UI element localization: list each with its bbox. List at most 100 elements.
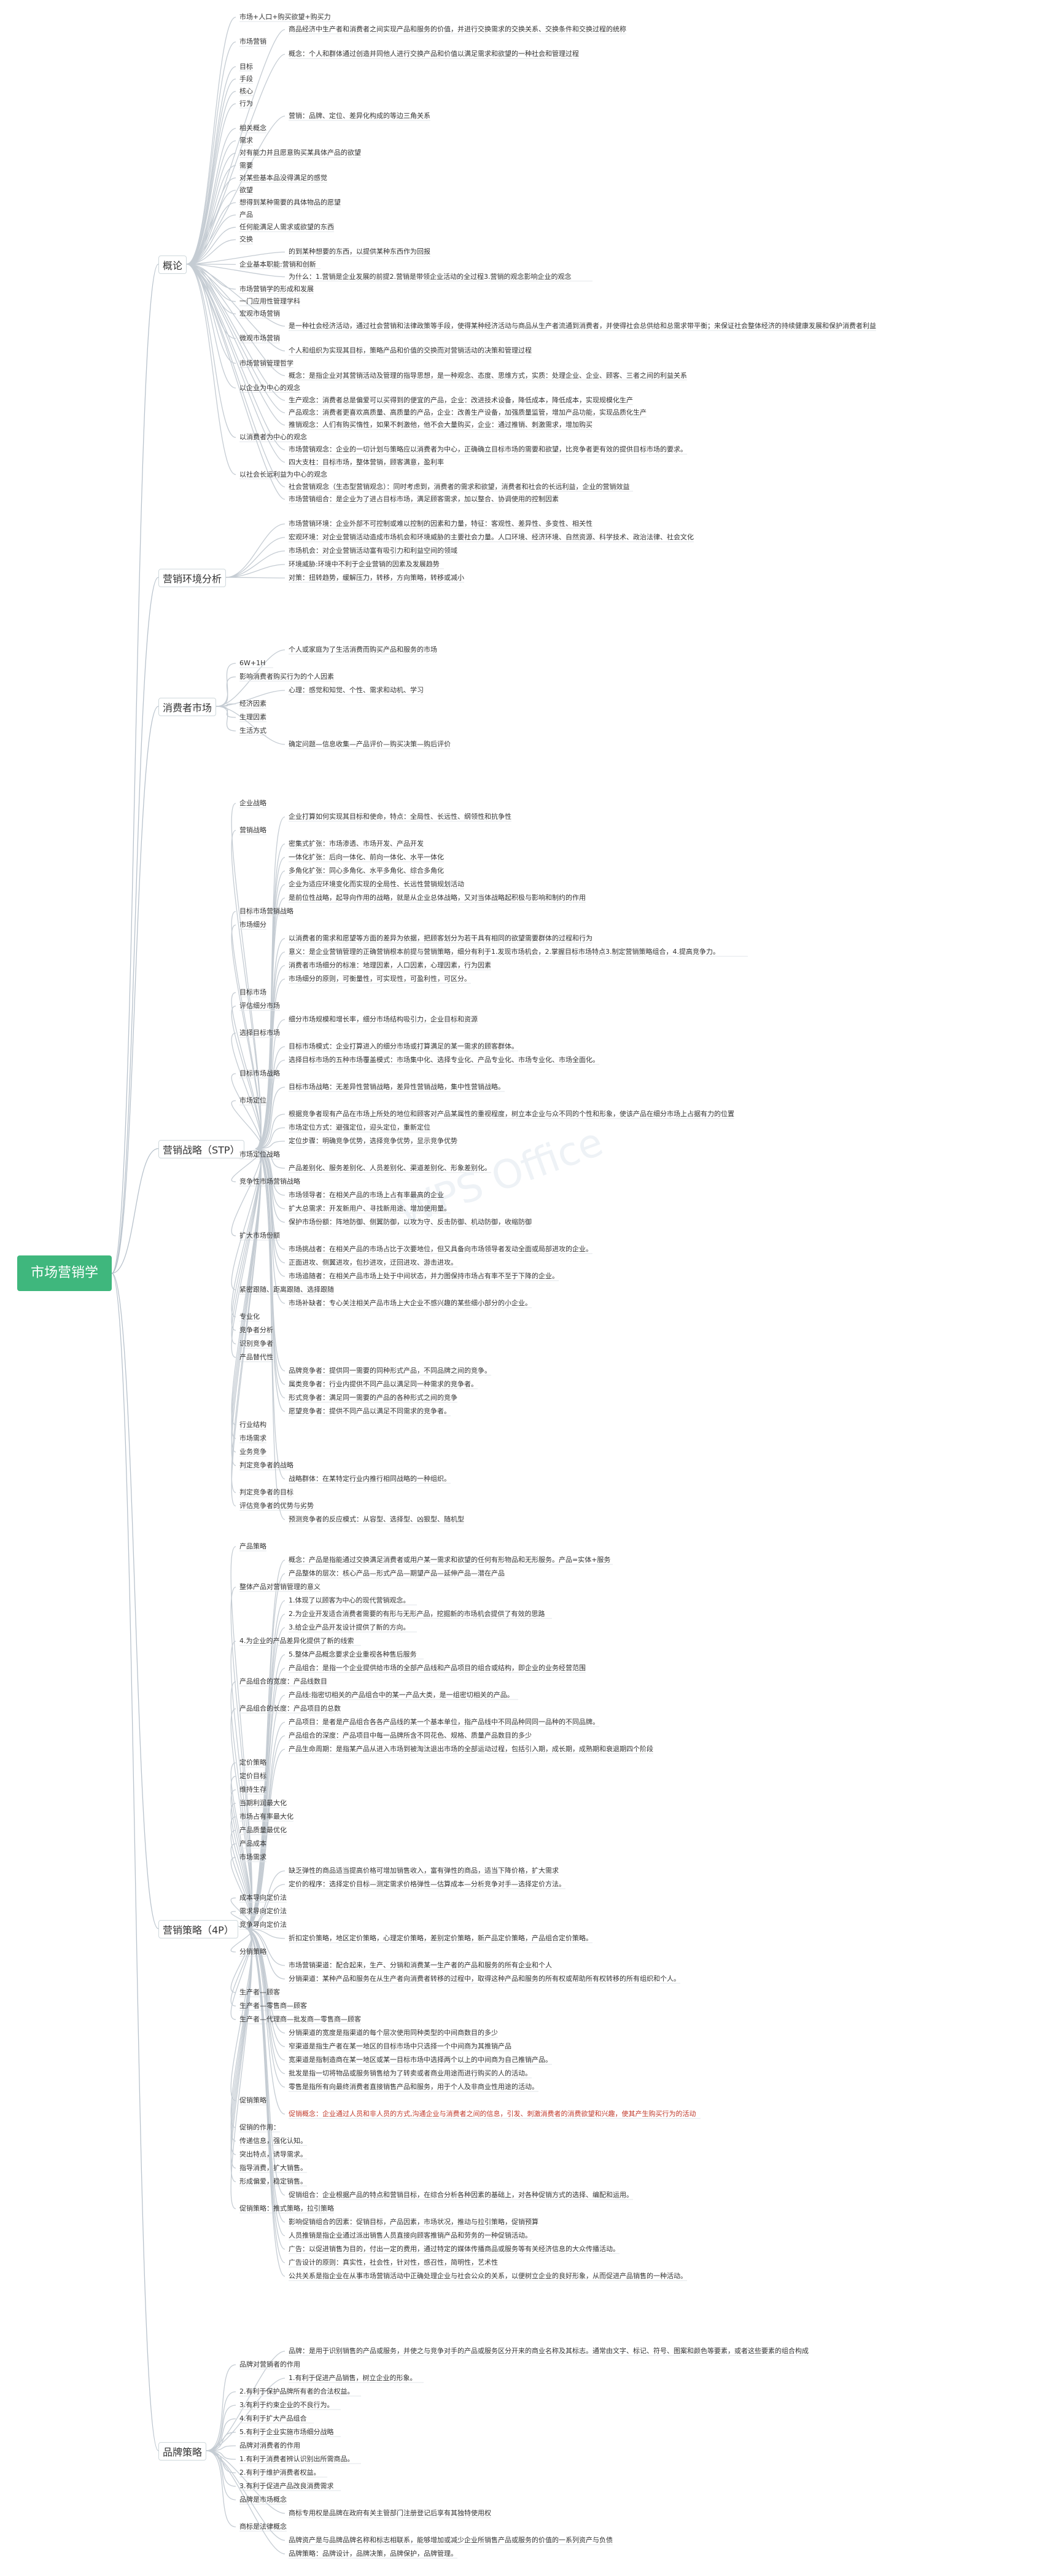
branch-5-node: 3.有利于约束企业的不良行为。: [239, 2401, 334, 2409]
branch-5-node: 4.有利于扩大产品组合: [239, 2414, 307, 2422]
connector: [255, 1141, 286, 1149]
connector: [111, 577, 159, 1274]
branch-4-node: 生产者—零售商—顾客: [239, 2002, 307, 2010]
branch-4-node: 产品组合的宽度：产品线数目: [239, 1677, 327, 1685]
branch-3[interactable]: 营销战略（STP）: [158, 1140, 244, 1158]
connector: [245, 1928, 286, 1980]
branch-4-node: 公共关系是指企业在从事市场营销活动中正确处理企业与社会公众的关系，以便树立企业的…: [289, 2272, 687, 2280]
connector: [186, 214, 236, 265]
connector: [255, 897, 286, 1149]
connector: [245, 1928, 286, 2115]
connector: [186, 263, 236, 438]
branch-0-node: 以企业为中心的观念: [239, 383, 300, 392]
branch-4-node: 产品组合：是指一个企业提供给市场的全部产品线和产品项目的组合或结构，即企业的业务…: [289, 1664, 586, 1672]
branch-4-node: 指导消费，扩大销售。: [239, 2164, 307, 2172]
branch-4-node: 分销渠道的宽度是指渠道的每个层次使用同种类型的中间商数目的多少: [289, 2029, 498, 2037]
branch-0-node: 一门应用性管理学科: [239, 297, 300, 305]
branch-3-node: 业务竞争: [239, 1448, 266, 1456]
branch-0-node: 任何能满足人需求或欲望的东西: [239, 223, 334, 232]
connector: [230, 1928, 253, 2209]
branch-4-node: 分销策略: [239, 1948, 266, 1956]
branch-0-node: 市场营销学的形成和发展: [239, 284, 314, 293]
branch-3-node: 市场定位方式：避强定位，迎头定位，重新定位: [289, 1123, 430, 1131]
branch-1-node: 市场机会：对企业营销活动富有吸引力和利益空间的领域: [289, 547, 457, 555]
branch-4-node: 成本导向定价法: [239, 1894, 287, 1902]
branch-1-node: 宏观环境：对企业营销活动造成市场机会和环境威胁的主要社会力量。人口环境、经济环境…: [289, 533, 694, 541]
branch-0-node: 产品观念：消费者更喜欢高质量、高质量的产品，企业：改善生产设备，加强质量监管，增…: [289, 408, 647, 416]
branch-0-node: 市场营销: [239, 37, 266, 46]
branch-0-node: 是一种社会经济活动，通过社会营销和法律政策等手段，使得某种经济活动与商品从生产者…: [289, 322, 876, 330]
branch-4-node: 1.体现了以顾客为中心的现代营销观念。: [289, 1596, 410, 1604]
branch-3-node: 评估细分市场: [239, 1002, 280, 1010]
branch-3-node: 形式竞争者：满足同一需要的产品的各种形式之间的竞争: [289, 1394, 457, 1402]
branch-3-node: 意义：是企业营销管理的正确营销根本前提与营销策略，细分有利于1.发现市场机会，2…: [289, 948, 720, 956]
branch-3-node: 市场细分: [239, 921, 266, 929]
branch-4-node: 2.为企业开发适合消费者需要的有形与无形产品，挖掘新的市场机会提供了有效的思路: [289, 1610, 545, 1618]
branch-3-node: 竞争者分析: [239, 1326, 273, 1334]
branch-4-node: 市场占有率最大化: [239, 1813, 293, 1821]
branch-3-node: 多角化扩张：同心多角化、水平多角化、综合多角化: [289, 867, 444, 875]
branch-3-node: 密集式扩张：市场渗透、市场开发、产品开发: [289, 840, 424, 848]
branch-3-node: 判定竞争者的战略: [239, 1461, 293, 1469]
branch-3-node: 行业结构: [239, 1421, 266, 1429]
branch-2-node: 生活方式: [239, 727, 266, 735]
branch-0-node: 对某些基本品没得满足的感觉: [239, 173, 327, 182]
branch-3-node: 竞争性市场营销战略: [239, 1177, 300, 1185]
branch-4-node: 竞争导向定价法: [239, 1921, 287, 1929]
root-node[interactable]: 市场营销学: [17, 1255, 112, 1291]
branch-0[interactable]: 概论: [158, 256, 187, 274]
connector: [206, 2450, 286, 2514]
branch-4-node: 需求导向定价法: [239, 1907, 287, 1915]
branch-2-node: 影响消费者购买行为的个人因素: [239, 673, 334, 681]
connector: [245, 1627, 286, 1929]
branch-4-node: 产品策略: [239, 1542, 266, 1550]
connector: [255, 978, 286, 1149]
branch-4-node: 缺乏弹性的商品适当提高价格可增加销售收入，富有弹性的商品，适当下降价格，扩大需求: [289, 1867, 559, 1875]
connector: [206, 2418, 236, 2451]
connector: [216, 676, 236, 707]
branch-3-node: 消费者市场细分的标准：地理因素，人口因素，心理因素，行为因素: [289, 961, 491, 969]
branch-5-node: 品牌对消费者的作用: [239, 2441, 300, 2449]
connector: [231, 1100, 262, 1149]
connector: [206, 2432, 236, 2451]
connector: [245, 1928, 286, 2088]
connector: [255, 1114, 286, 1149]
connector: [245, 1928, 286, 2277]
branch-4-node: 产品生命周期：是指某产品从进入市场到被淘汰退出市场的全部运动过程，包括引入期，成…: [289, 1745, 653, 1753]
branch-4[interactable]: 营销策略（4P）: [158, 1920, 238, 1938]
branch-2[interactable]: 消费者市场: [158, 698, 217, 716]
branch-3-node: 市场定位战略: [239, 1150, 280, 1158]
branch-0-node: 对有能力并且愿意购买某具体产品的欲望: [239, 149, 361, 157]
branch-3-node: 市场需求: [239, 1434, 266, 1442]
branch-3-node: 扩大总需求：开发新用户、寻找新用途、增加使用量。: [289, 1204, 451, 1212]
branch-5[interactable]: 品牌策略: [158, 2442, 207, 2461]
connector: [186, 251, 286, 265]
branch-4-node: 折扣定价策略，地区定价策略，心理定价策略，差别定价策略，新产品定价策略，产品组合…: [289, 1934, 592, 1942]
branch-4-node: 广告：以促进销售为目的，付出一定的费用，通过特定的媒体传播商品或服务等有关经济信…: [289, 2245, 620, 2253]
connector: [225, 577, 286, 579]
branch-4-node: 产品整体的层次：核心产品—形式产品—期望产品—延伸产品—潜在产品: [289, 1569, 505, 1577]
connector: [186, 227, 236, 265]
branch-1-node: 环境威胁:环境中不利于企业营销的因素及发展趋势: [289, 560, 440, 568]
branch-1-node: 市场营销环境：企业外部不可控制或难以控制的因素和力量，特征：客观性、差异性、多变…: [289, 520, 592, 528]
branch-1[interactable]: 营销环境分析: [158, 569, 227, 587]
branch-3-node: 正面进攻、侧翼进攻，包抄进攻，迂回进攻、游击进攻。: [289, 1259, 457, 1267]
branch-0-node: 个人和组织为实现其目标，策略产品和价值的交换而对营销活动的决策和管理过程: [289, 346, 532, 355]
branch-0-node: 概念：个人和群体通过创造并同他人进行交换产品和价值以满足需求和欲望的一种社会和管…: [289, 50, 579, 58]
branch-2-node: 个人或家庭为了生活消费而购买产品和服务的市场: [289, 646, 437, 654]
branch-3-node: 战略群体：在某特定行业内推行相同战略的一种组织。: [289, 1475, 451, 1483]
branch-0-node: 核心: [239, 87, 253, 95]
branch-0-node: 宏观市场营销: [239, 310, 280, 318]
connector: [206, 2450, 236, 2527]
branch-4-node: 批发是指一切将物品或服务销售给为了转卖或者商业用途而进行购买的人的活动。: [289, 2069, 532, 2077]
connector: [245, 1870, 286, 1929]
branch-5-node: 3.有利于促进产品改良消费需求: [239, 2482, 334, 2490]
branch-3-node: 营销战略: [239, 826, 266, 834]
branch-3-node: 市场追随者：在相关产品市场上处于中间状态，并力图保持市场占有率不至于下降的企业。: [289, 1272, 559, 1280]
branch-5-node: 品牌策略：品牌设计，品牌决策，品牌保护，品牌管理。: [289, 2550, 457, 2558]
connector: [255, 1019, 286, 1149]
branch-0-node: 欲望: [239, 185, 253, 194]
branch-3-node: 以消费者的需求和愿望等方面的差异为依据，把顾客划分为若干具有相同的欲望需要群体的…: [289, 934, 592, 942]
